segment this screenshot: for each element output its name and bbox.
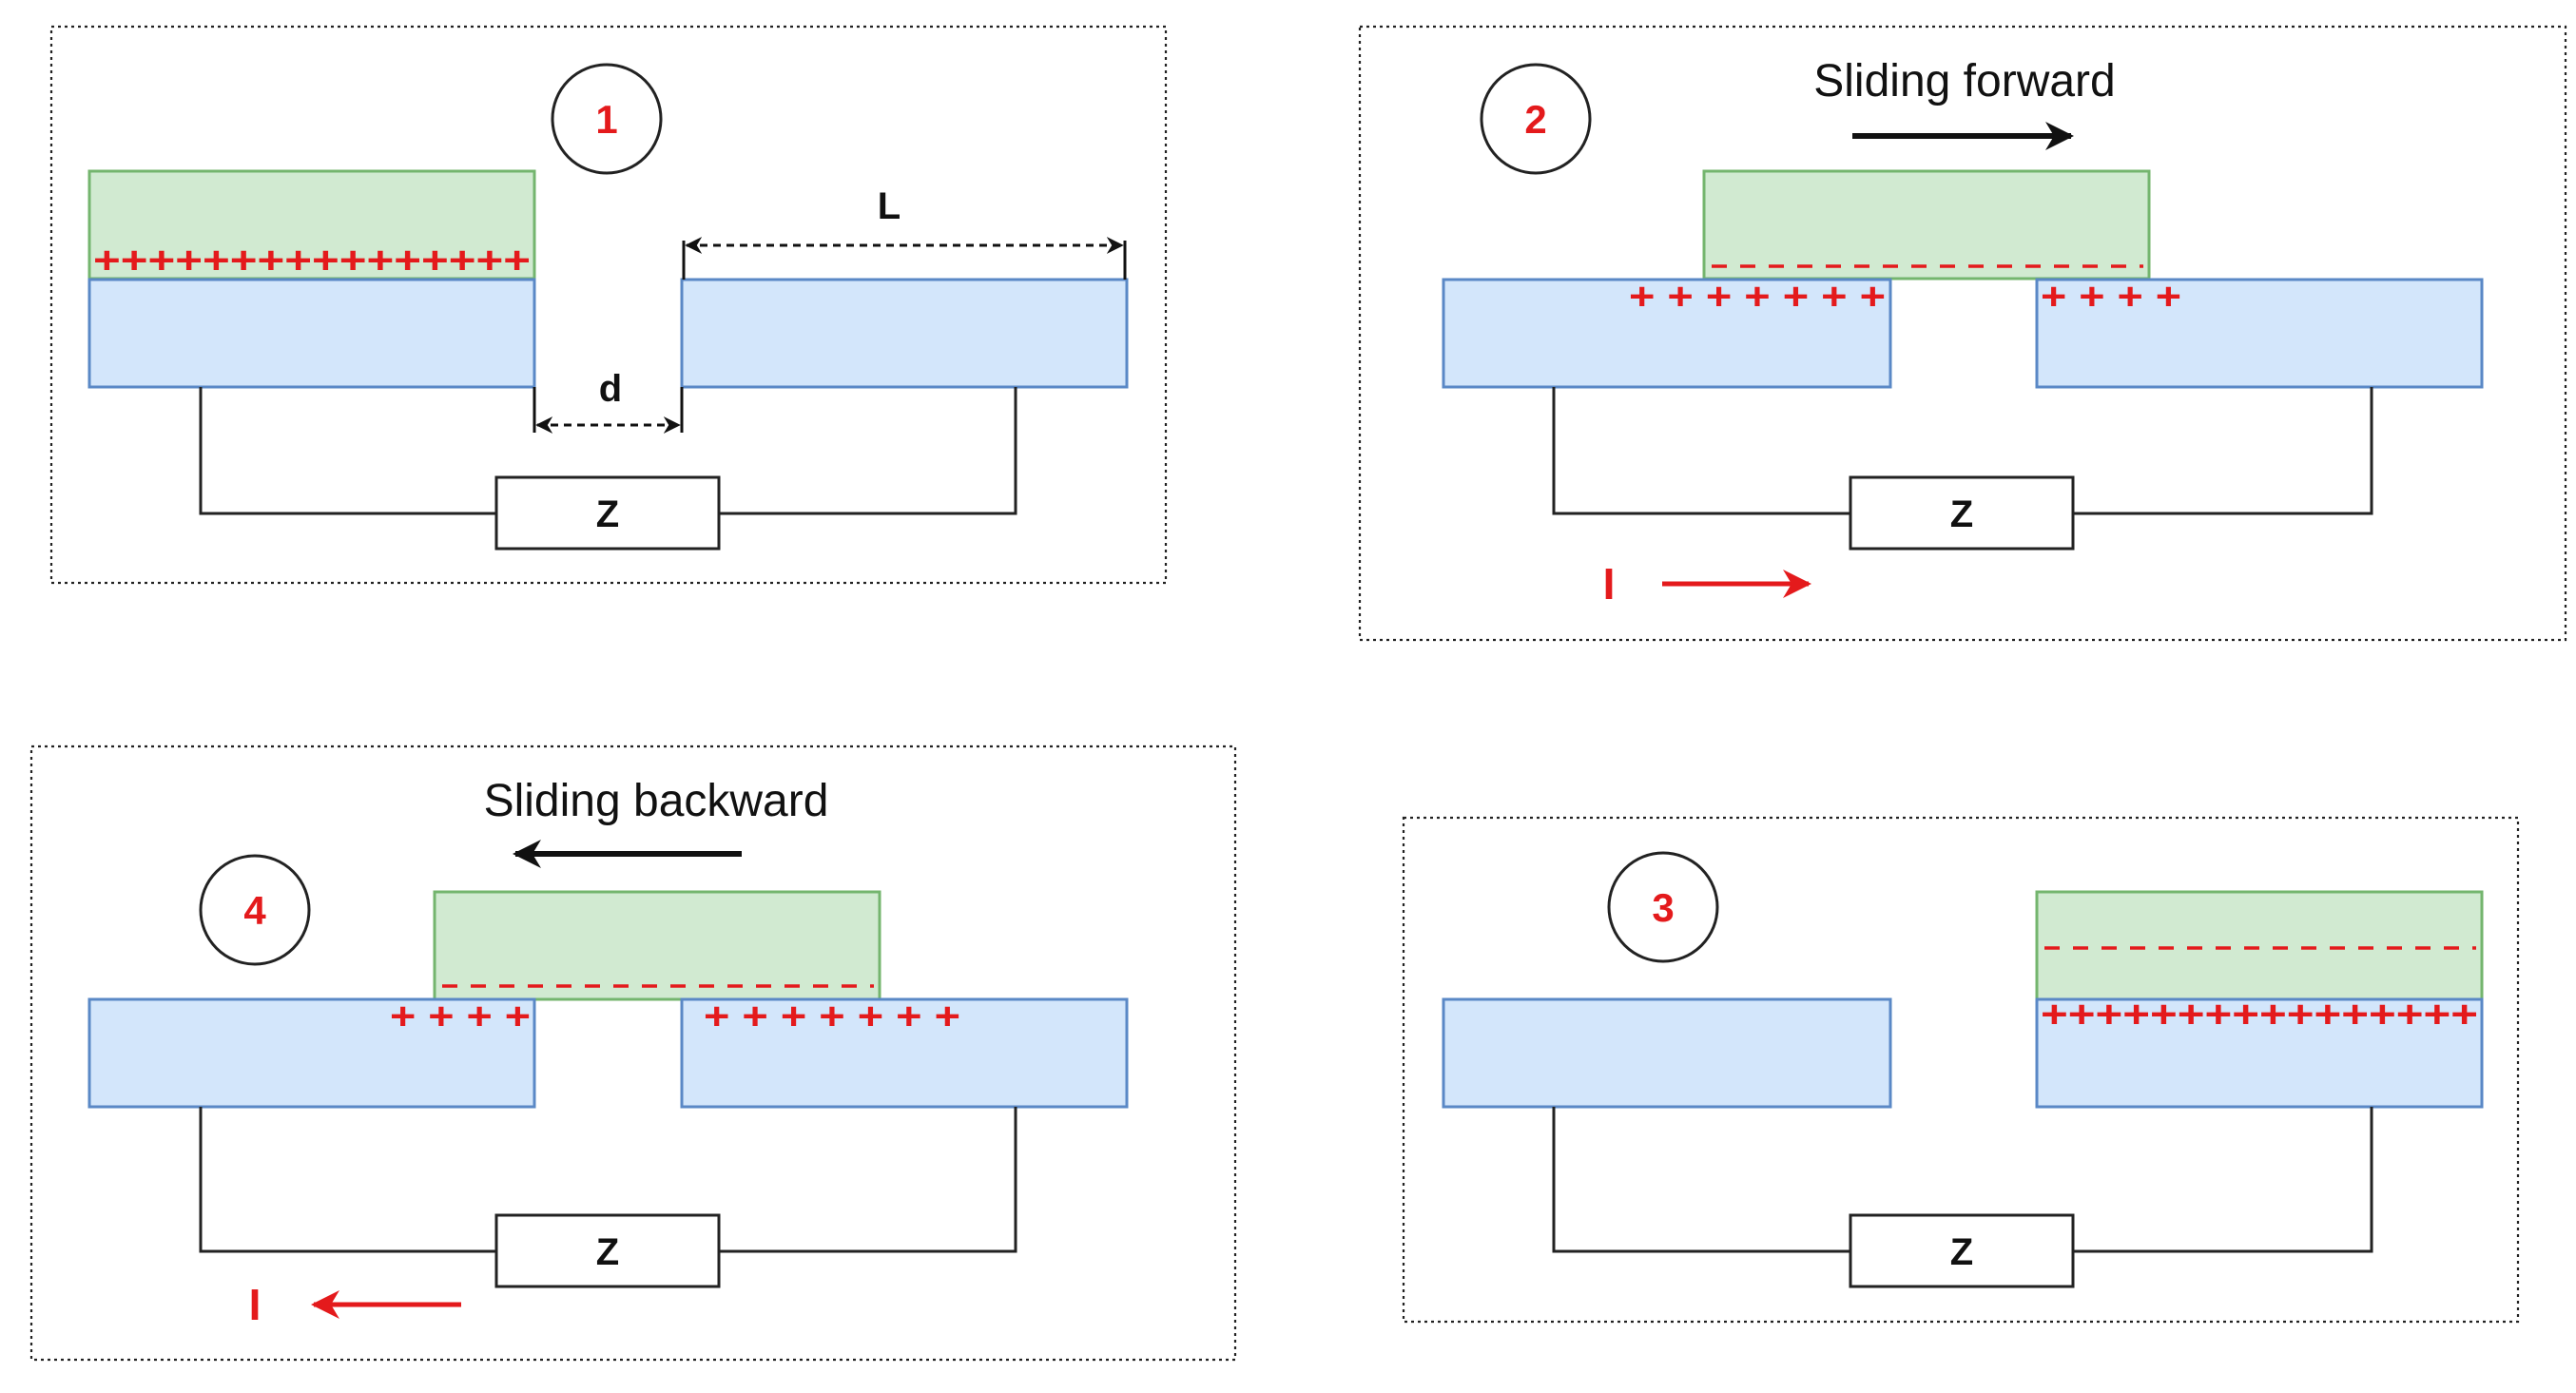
panel-1: 1 ++++++++++++++++ L d Z bbox=[49, 25, 1168, 585]
positive-charges-left: + + + + + + + bbox=[1629, 276, 1886, 318]
load-label: Z bbox=[596, 493, 619, 535]
load-impedance bbox=[494, 475, 721, 551]
right-electrode bbox=[680, 997, 1129, 1109]
right-electrode bbox=[2035, 278, 2484, 389]
load-impedance bbox=[1849, 475, 2075, 551]
dim-l-label: L bbox=[878, 185, 901, 227]
circuit-wire bbox=[719, 387, 1017, 515]
load-label: Z bbox=[1950, 493, 1973, 535]
panel-4-frame bbox=[29, 745, 1237, 1362]
load-label: Z bbox=[1950, 1231, 1973, 1273]
left-electrode bbox=[1442, 278, 1892, 389]
circuit-wire bbox=[2073, 1107, 2373, 1253]
positive-charges-left: + + + + bbox=[390, 996, 531, 1037]
circuit-wire bbox=[199, 1107, 496, 1253]
panel-3: 3 ++++++++++++++++ Z bbox=[1402, 816, 2520, 1324]
positive-charges: ++++++++++++++++ bbox=[93, 240, 531, 281]
circuit-wire bbox=[2073, 387, 2373, 515]
positive-charges-right: + + + + + + + bbox=[704, 996, 960, 1037]
left-electrode bbox=[1442, 997, 1892, 1109]
slider-plate bbox=[87, 169, 536, 281]
sliding-forward-label: Sliding forward bbox=[1813, 56, 2115, 106]
current-label: I bbox=[1603, 559, 1616, 609]
load-label: Z bbox=[596, 1231, 619, 1273]
circuit-wire bbox=[719, 1107, 1017, 1253]
dim-d-label: d bbox=[599, 368, 622, 410]
left-electrode bbox=[87, 997, 536, 1109]
panel-3-frame bbox=[1402, 816, 2520, 1324]
load-impedance bbox=[494, 1213, 721, 1288]
step-2-circle bbox=[1480, 63, 1592, 175]
step-4-circle bbox=[199, 854, 311, 966]
slider-plate bbox=[433, 890, 881, 1001]
step-2-number: 2 bbox=[1524, 97, 1546, 142]
step-3-number: 3 bbox=[1652, 885, 1674, 930]
step-1-circle bbox=[551, 63, 663, 175]
circuit-wire bbox=[1552, 387, 1850, 515]
sliding-backward-label: Sliding backward bbox=[484, 776, 829, 826]
panel-2: 2 Sliding forward + + + + + + + + + + + … bbox=[1358, 25, 2567, 642]
current-label: I bbox=[249, 1280, 261, 1329]
circuit-wire bbox=[199, 387, 496, 515]
panel-1-frame bbox=[49, 25, 1168, 585]
step-3-circle bbox=[1607, 851, 1719, 963]
positive-charges: ++++++++++++++++ bbox=[2041, 994, 2478, 1035]
circuit-wire bbox=[1552, 1107, 1850, 1253]
step-4-number: 4 bbox=[243, 888, 266, 933]
panel-2-frame bbox=[1358, 25, 2567, 642]
panel-4: 4 Sliding backward + + + + + + + + + + +… bbox=[29, 745, 1237, 1362]
slider-plate bbox=[1702, 169, 2151, 281]
positive-charges-right: + + + + bbox=[2041, 276, 2181, 318]
left-electrode bbox=[87, 278, 536, 389]
load-impedance bbox=[1849, 1213, 2075, 1288]
right-electrode bbox=[2035, 997, 2484, 1109]
right-electrode bbox=[680, 278, 1129, 389]
step-1-number: 1 bbox=[595, 97, 617, 142]
slider-plate bbox=[2035, 890, 2484, 1001]
